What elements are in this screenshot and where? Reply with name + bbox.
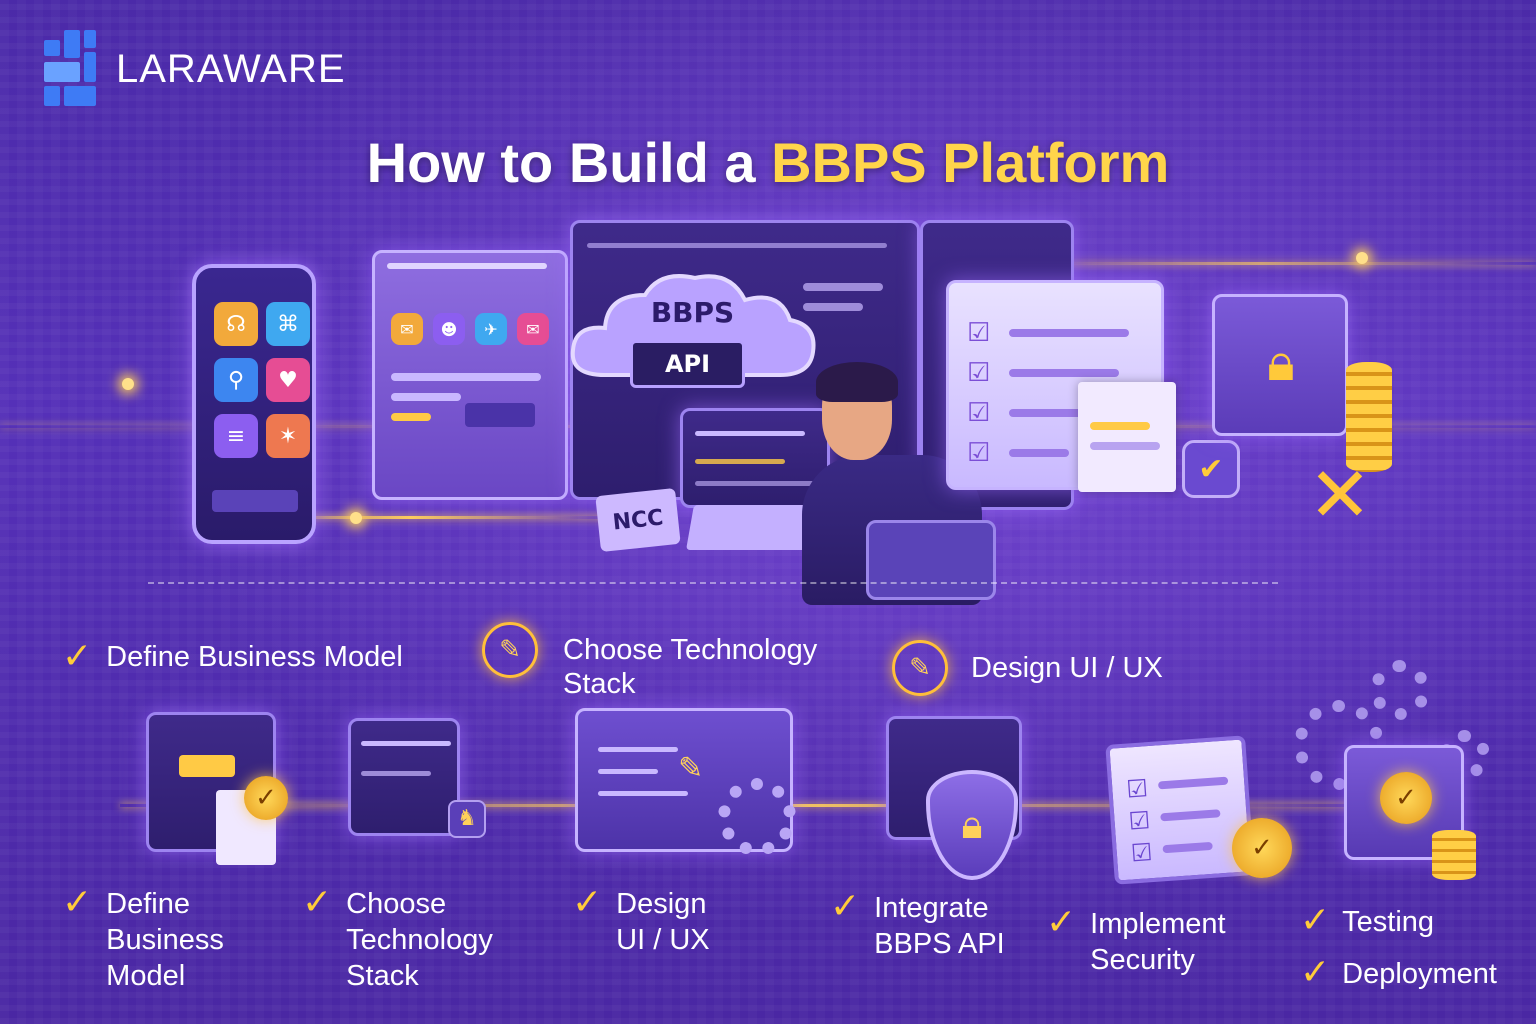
bottom-step-3: ✓ Design UI / UX [572,882,736,958]
bottom-step-label: Integrate BBPS API [874,892,1005,960]
lock-icon: ♞ [448,800,486,838]
divider-line [148,582,1278,584]
top-step-label: Design UI / UX [971,652,1163,684]
bottom-step-label: Testing [1342,906,1435,938]
brand-name: LARAWARE [116,46,346,91]
check-icon: ✓ [62,882,93,923]
brand-logo: LARAWARE [44,30,346,108]
app-tile-icon: ☊ [214,302,258,346]
title-highlight: BBPS Platform [771,131,1170,194]
verified-badge-icon: ✓ [1232,818,1292,878]
glow-dot [1356,252,1368,264]
document-icon [1078,382,1176,492]
heart-icon: ♥ [266,358,310,402]
top-step-define: ✓ Define Business Model [62,636,403,677]
phone-illustration: ☊ ⌘ ⚲ ♥ ≡ ✶ [192,264,316,544]
check-icon: ✓ [62,636,93,677]
bird-icon: ✈ [475,313,507,345]
glow-dot [122,378,134,390]
bottom-step-label: Choose Technology Stack [346,888,493,992]
developer-hair [816,362,898,402]
bottom-step-6: ✓ Testing [1300,900,1435,941]
shield-check-icon: ✓ [1380,772,1432,824]
pencil-icon: ✎ [678,751,704,786]
target-icon: ✎ [482,622,538,678]
api-label: API [630,340,745,388]
shield-lock-icon: 🔒︎ [926,770,1018,880]
bottom-step-label: Define Business Model [106,888,224,992]
glow-dot [350,512,362,524]
check-icon: ✓ [302,882,333,923]
clipboard-icon: ☑☑☑ [1105,735,1255,885]
bottom-step-label: Deployment [1342,958,1497,990]
bottom-step-label: Implement Security [1090,908,1226,976]
bottom-step-label: Design UI / UX [616,888,710,956]
bottom-step-2: ✓ Choose Technology Stack [302,882,536,994]
tech-stack-illustration [348,718,460,836]
check-icon: ✓ [830,886,861,927]
glow-line [980,262,1536,265]
gear-icon [718,778,796,856]
check-icon: ✓ [572,882,603,923]
ncc-card: NCC [595,487,681,553]
badge-icon: ✓ [244,776,288,820]
checklist-icon: ☑☑☑ [1125,774,1154,868]
bottom-step-1: ✓ Define Business Model [62,882,256,994]
checklist-icon: ☑☑☑☑ [967,318,991,468]
dashboard-window: ✉ ☻ ✈ ✉ [372,250,568,500]
security-window: 🔒︎ [1212,294,1348,436]
location-pin-icon: ⚲ [214,358,258,402]
gear-icon [1370,660,1430,720]
check-icon: ✓ [1300,952,1331,993]
list-icon: ≡ [214,414,258,458]
bottom-step-7: ✓ Deployment [1300,952,1497,993]
chair [866,520,996,600]
laraware-logo-icon [44,30,98,108]
top-step-label: Define Business Model [106,641,403,673]
app-tile-icon: ✶ [266,414,310,458]
coin-stack-icon [1432,830,1476,880]
lock-icon: 🔒︎ [1267,332,1295,393]
wrench-icon: ✕ [1308,450,1372,539]
title-prefix: How to Build a [366,131,772,194]
top-step-label: Choose Technology Stack [563,634,818,700]
mail-icon: ✉ [391,313,423,345]
check-icon: ✓ [1046,902,1077,943]
page-title: How to Build a BBPS Platform [0,130,1536,195]
pencil-icon: ✎ [892,640,948,696]
bottom-step-5: ✓ Implement Security [1046,902,1260,978]
glow-line [200,516,620,519]
coin-stack-icon [1346,362,1392,472]
app-tile-icon: ⌘ [266,302,310,346]
cloud-label: BBPS [650,296,735,329]
check-icon: ✓ [1300,900,1331,941]
laptop-screen [680,408,830,508]
user-icon: ☻ [433,313,465,345]
shield-check-icon: ✔ [1182,440,1240,498]
mail-icon: ✉ [517,313,549,345]
bottom-step-4: ✓ Integrate BBPS API [830,886,1034,962]
